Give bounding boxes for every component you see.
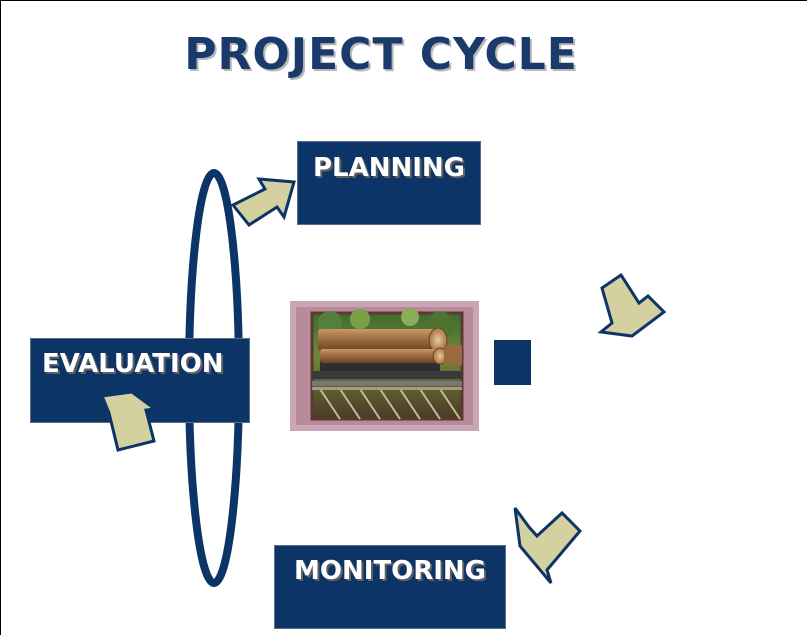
arrow-to-planning-icon	[230, 177, 296, 227]
logs-photo-image	[290, 301, 479, 431]
arrow-down-right-icon	[597, 272, 667, 338]
placeholder-square	[494, 340, 531, 385]
evaluation-label: EVALUATION	[42, 349, 224, 379]
planning-box: PLANNING	[297, 141, 481, 225]
arrow-to-monitoring-icon	[513, 507, 583, 584]
planning-label: PLANNING	[312, 153, 466, 183]
arrow-to-evaluation-icon	[99, 390, 159, 452]
slide-title: PROJECT CYCLE	[184, 29, 578, 80]
monitoring-label: MONITORING	[293, 556, 487, 586]
monitoring-box: MONITORING	[274, 545, 506, 629]
